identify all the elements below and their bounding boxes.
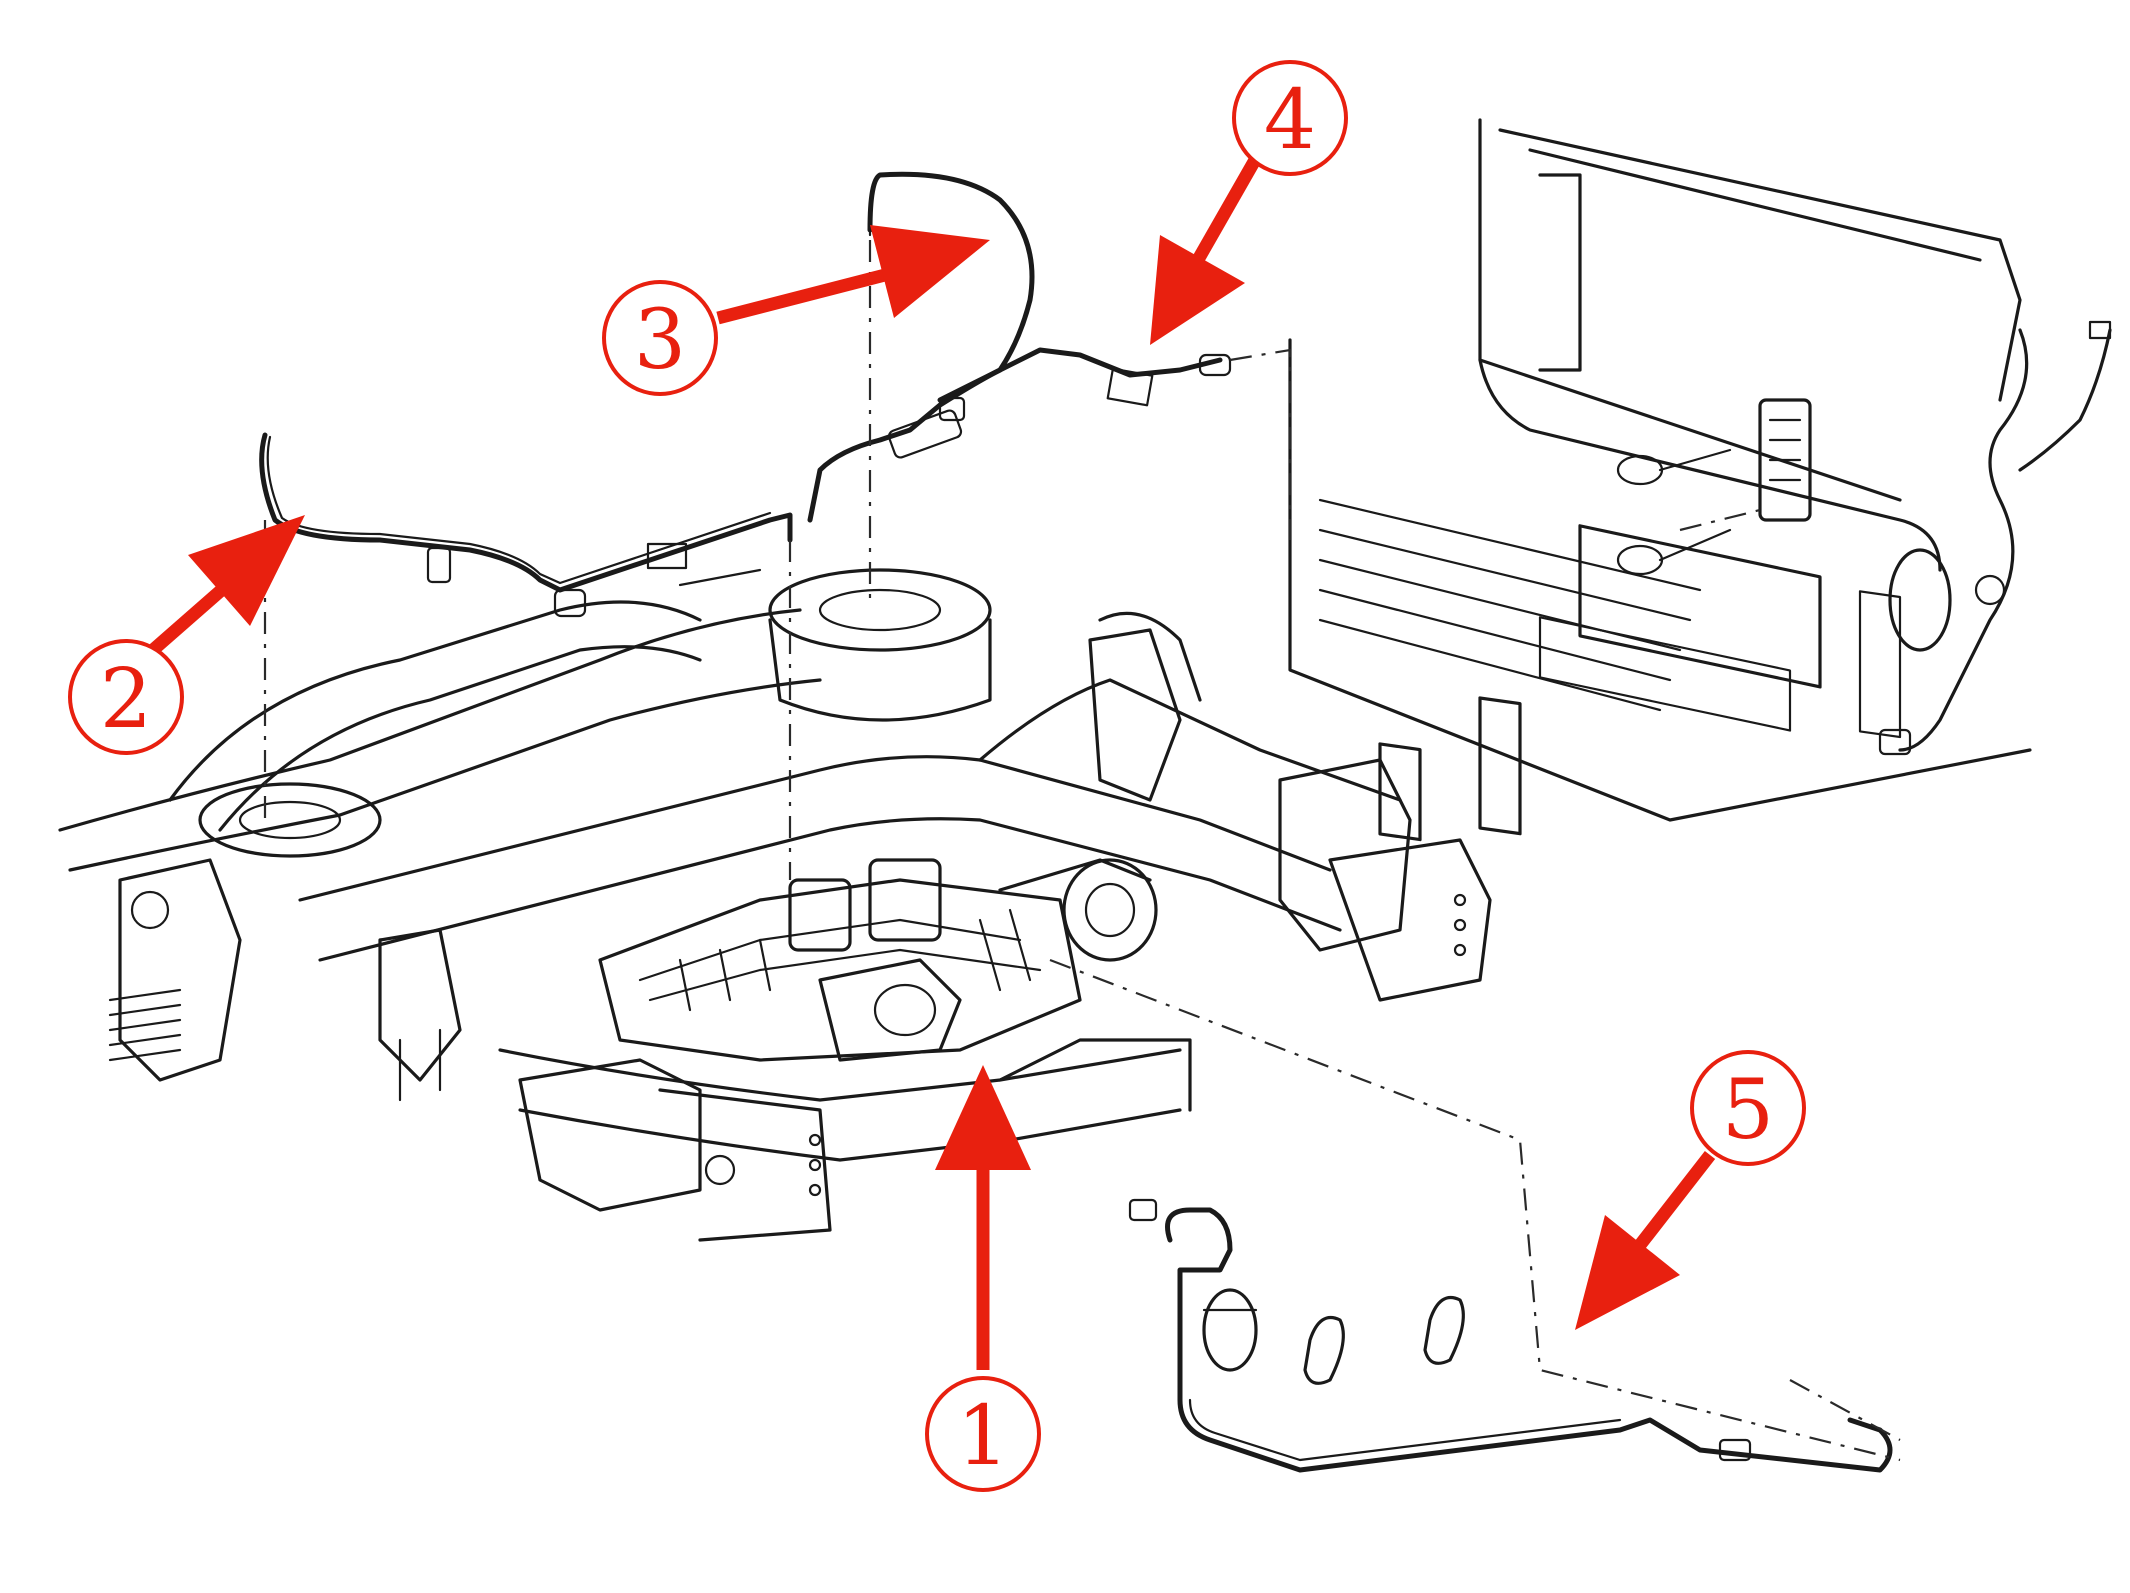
air-line-left xyxy=(259,432,793,618)
callout-3-circle xyxy=(602,280,718,396)
callouts: 1 2 3 4 5 xyxy=(68,60,1806,1492)
callout-5[interactable]: 5 xyxy=(1575,1050,1806,1330)
air-line-center xyxy=(807,171,1035,523)
callout-1[interactable]: 1 xyxy=(925,1065,1041,1492)
callout-5-arrow xyxy=(1634,1151,1716,1249)
leader-lines xyxy=(263,240,1901,1462)
callout-3-arrowhead xyxy=(870,225,990,318)
callout-5-circle xyxy=(1690,1050,1806,1166)
callout-2[interactable]: 2 xyxy=(68,515,305,755)
rear-compartment-inset xyxy=(1288,118,2112,842)
callout-3-label: 3 xyxy=(634,293,686,388)
compressor-assembly xyxy=(598,858,1158,1062)
air-line-lower xyxy=(1128,1198,1893,1473)
chassis-frame xyxy=(58,568,1492,1242)
callout-2-circle xyxy=(68,639,184,755)
callout-5-label: 5 xyxy=(1722,1063,1774,1158)
callout-1-arrowhead xyxy=(935,1065,1031,1170)
callout-4-label: 4 xyxy=(1264,73,1316,168)
callout-4[interactable]: 4 xyxy=(1150,60,1348,345)
callout-2-label: 2 xyxy=(100,652,152,747)
callout-4-arrow xyxy=(1189,156,1261,269)
callout-4-arrowhead xyxy=(1150,235,1245,345)
callout-1-label: 1 xyxy=(957,1389,1009,1484)
callout-4-circle xyxy=(1232,60,1348,176)
callout-3[interactable]: 3 xyxy=(602,225,990,396)
callout-2-arrowhead xyxy=(188,515,305,626)
callout-1-circle xyxy=(925,1376,1041,1492)
callout-3-arrow xyxy=(716,268,887,325)
air-line-connector xyxy=(937,347,1232,407)
callout-5-arrowhead xyxy=(1575,1215,1680,1330)
